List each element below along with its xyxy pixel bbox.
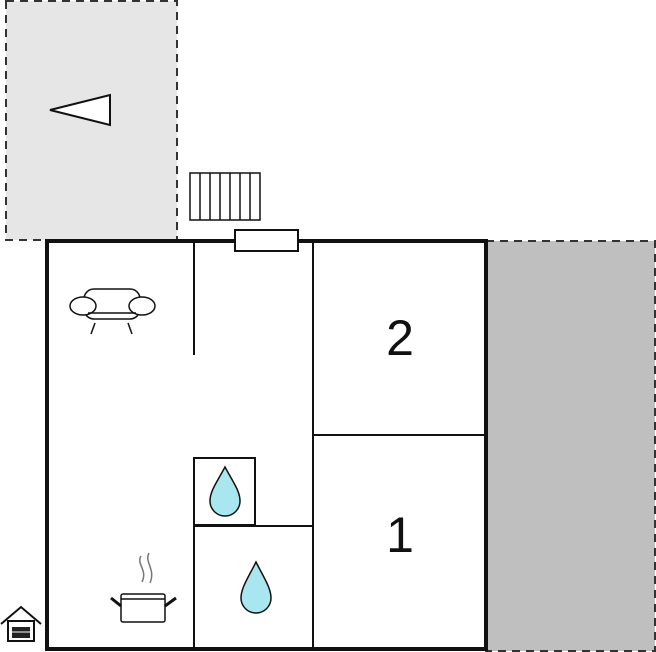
garden-area: [485, 240, 656, 652]
entrance-door-icon: [234, 229, 299, 252]
house-icon: [0, 605, 42, 642]
interior-walls: [193, 243, 484, 647]
water-drop-icon: [240, 560, 272, 614]
room-number-1: 1: [386, 507, 414, 563]
stairs-icon: [189, 172, 261, 221]
cooking-pot-icon: [110, 552, 177, 623]
room-number-2: 2: [386, 310, 414, 366]
sofa-icon: [69, 288, 156, 335]
north-arrow-icon: [49, 93, 111, 127]
water-drop-icon: [209, 465, 241, 517]
